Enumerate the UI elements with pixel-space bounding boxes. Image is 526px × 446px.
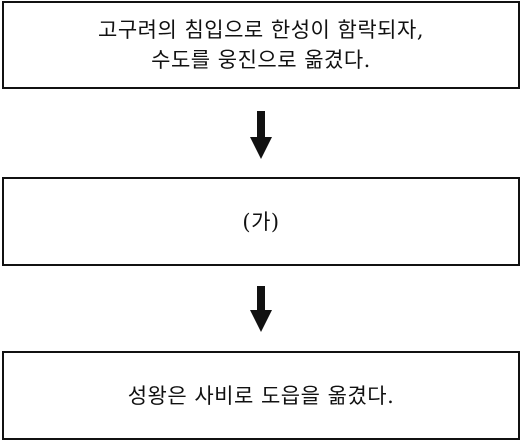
flow-step-2: (가): [2, 177, 520, 266]
flow-step-1-line-1: 고구려의 침입으로 한성이 함락되자,: [98, 18, 424, 42]
flow-step-1: 고구려의 침입으로 한성이 함락되자, 수도를 웅진으로 옮겼다.: [2, 1, 520, 89]
flow-step-3: 성왕은 사비로 도읍을 옮겼다.: [2, 351, 520, 440]
down-arrow-icon: [250, 286, 272, 332]
flow-step-3-text: 성왕은 사비로 도읍을 옮겼다.: [127, 383, 395, 408]
flow-step-2-placeholder: (가): [242, 209, 280, 234]
down-arrow-icon: [250, 111, 272, 159]
flow-step-1-line-2: 수도를 웅진으로 옮겼다.: [151, 48, 371, 72]
